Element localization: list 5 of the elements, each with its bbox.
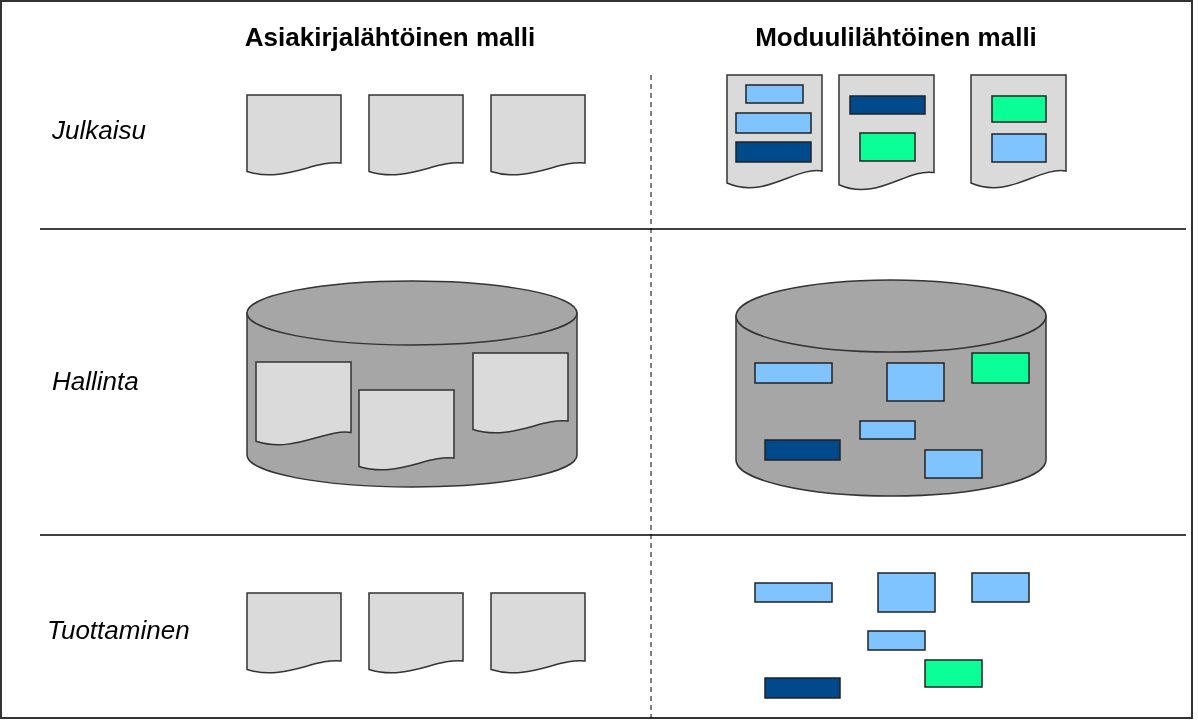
row-label: Julkaisu [52, 115, 146, 145]
row-label: Tuottaminen [47, 615, 190, 645]
column-heading: Moduulilähtöinen malli [755, 22, 1037, 52]
column-heading: Asiakirjalähtöinen malli [244, 22, 536, 52]
row-label: Hallinta [52, 366, 139, 396]
